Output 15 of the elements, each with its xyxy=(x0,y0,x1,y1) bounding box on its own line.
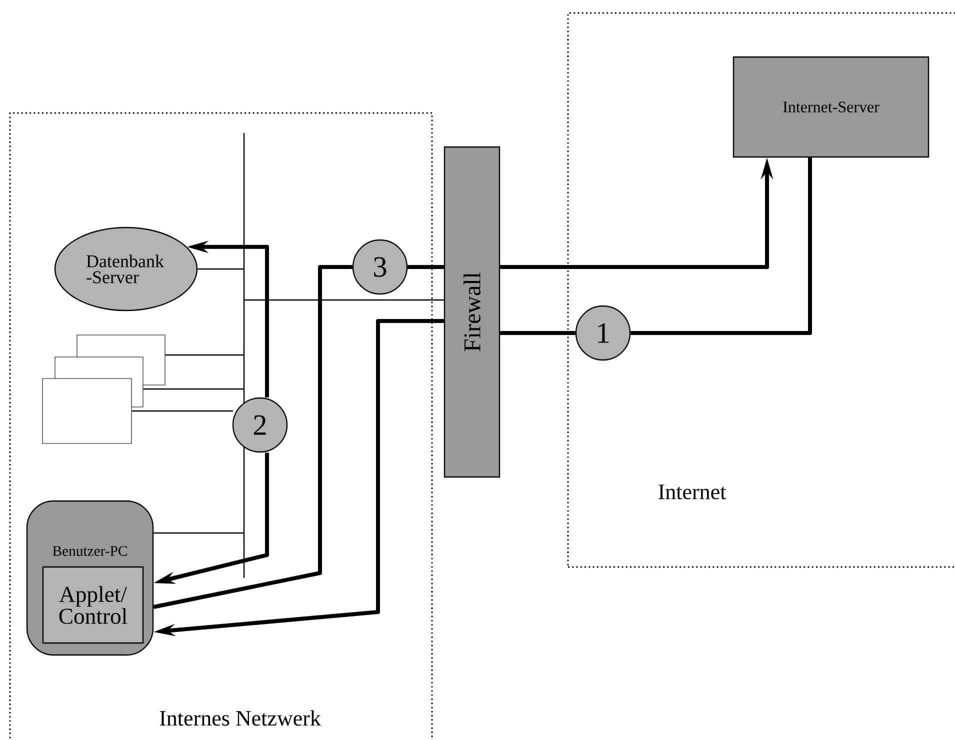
connector-line xyxy=(500,331,576,335)
connector-line xyxy=(198,268,244,270)
connector-line xyxy=(132,410,233,412)
connector-line xyxy=(408,265,444,269)
server-box: Internet-Server xyxy=(732,56,930,158)
computer-box xyxy=(42,378,132,444)
connector-line xyxy=(630,158,812,335)
firewall-bar: Firewall xyxy=(444,146,500,478)
connector-line xyxy=(143,388,244,390)
network-bus-line xyxy=(243,132,245,579)
applet-box: Applet/ Control xyxy=(42,566,144,644)
connector-line xyxy=(244,299,444,301)
connector-line xyxy=(165,354,244,356)
connector-line xyxy=(153,265,352,609)
connector-line xyxy=(154,532,244,534)
